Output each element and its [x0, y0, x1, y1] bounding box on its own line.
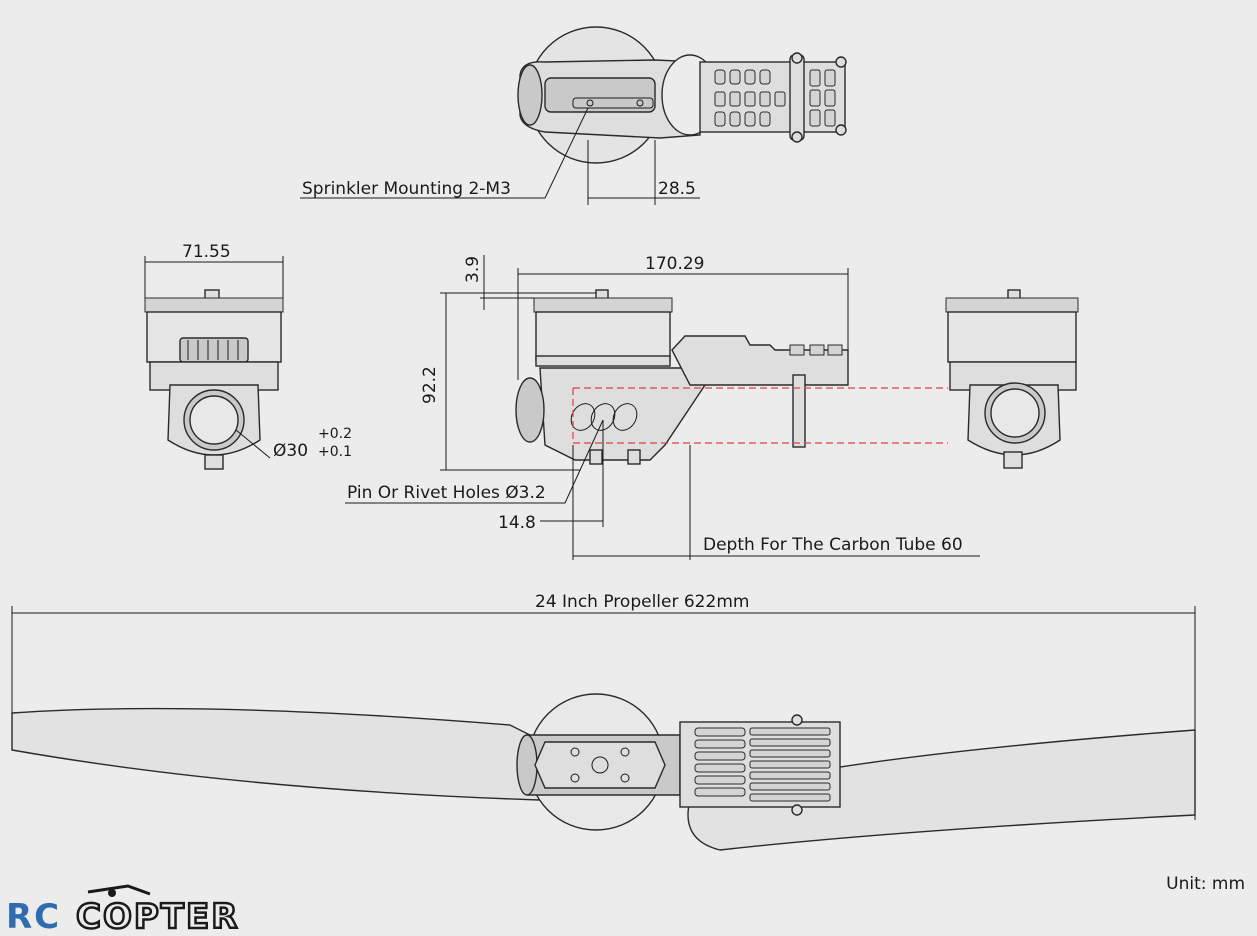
dim-92-2: 92.2 — [420, 366, 440, 404]
controller-fins-top — [714, 69, 836, 127]
pin-holes-label: Pin Or Rivet Holes Ø3.2 — [347, 483, 546, 503]
center-side-view — [345, 255, 980, 560]
left-side-view — [144, 256, 284, 470]
bore-diameter: Ø30 — [273, 441, 308, 461]
dim-3-9: 3.9 — [463, 256, 483, 283]
svg-text:COPTER: COPTER — [76, 897, 239, 932]
dim-170-29: 170.29 — [645, 254, 704, 274]
svg-text:RC: RC — [6, 897, 61, 932]
dim-28-5: 28.5 — [658, 179, 696, 199]
rc-copter-logo: RC COPTER — [6, 884, 239, 936]
sprinkler-mounting-label: Sprinkler Mounting 2-M3 — [302, 179, 511, 199]
dim-71-55: 71.55 — [182, 242, 231, 262]
right-side-view — [945, 289, 1079, 469]
controller-fins-bottom — [694, 727, 831, 802]
propeller-view — [11, 606, 1196, 851]
tube-depth-label: Depth For The Carbon Tube 60 — [703, 535, 963, 555]
bore-tol-minus: +0.1 — [318, 444, 352, 460]
unit-label: Unit: mm — [1166, 874, 1245, 894]
propeller-label: 24 Inch Propeller 622mm — [535, 592, 749, 612]
top-view — [300, 26, 847, 205]
bore-tol-plus: +0.2 — [318, 426, 352, 442]
dim-14-8: 14.8 — [498, 513, 536, 533]
